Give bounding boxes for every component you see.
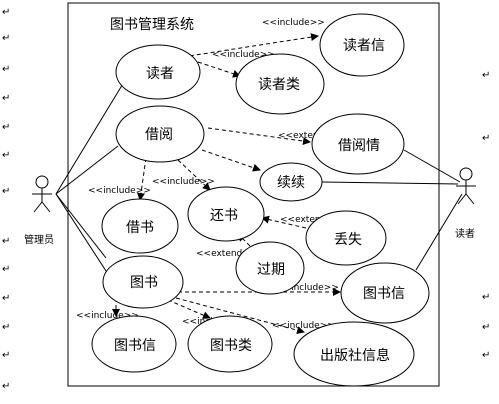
- actor-reader: [456, 167, 476, 205]
- svg-text:↵: ↵: [2, 293, 10, 304]
- dependencies: [112, 33, 341, 335]
- label-reader-type: 读者类: [258, 76, 300, 93]
- svg-text:↵: ↵: [482, 322, 490, 333]
- svg-text:<<extend>>: <<extend>>: [280, 215, 341, 225]
- svg-text:↵: ↵: [2, 122, 10, 133]
- svg-text:↵: ↵: [2, 264, 10, 275]
- label-lost: 丢失: [334, 232, 362, 248]
- usecase-book-info-right: [340, 262, 430, 324]
- stereotype-labels: <<include>> <<include>> <<extend>> <<inc…: [76, 18, 341, 331]
- usecase-reader-info: [319, 13, 405, 77]
- usecase-publisher-info: [293, 321, 415, 387]
- svg-text:<<include>>: <<include>>: [88, 186, 151, 196]
- usecase-borrow-info: [311, 113, 405, 175]
- svg-text:<<include>>: <<include>>: [276, 283, 339, 293]
- system-boundary: [67, 2, 440, 387]
- usecase-book-type: [187, 315, 273, 373]
- svg-text:↵: ↵: [482, 70, 490, 81]
- svg-text:↵: ↵: [2, 381, 10, 392]
- svg-text:<<include>>: <<include>>: [262, 18, 325, 28]
- usecase-renew: [259, 162, 323, 202]
- label-borrow-info: 借阅情: [338, 138, 380, 154]
- label-overdue: 过期: [257, 262, 285, 278]
- usecase-book-info: [91, 315, 177, 373]
- label-book-info: 图书信: [114, 338, 156, 354]
- usecase-return-book: [187, 186, 265, 242]
- associations: [55, 81, 463, 275]
- usecase-lost: [305, 210, 387, 266]
- use-cases: [91, 13, 430, 387]
- svg-text:<<include>>: <<include>>: [212, 50, 275, 60]
- actor-reader-label: 读者: [455, 227, 475, 240]
- svg-text:↵: ↵: [482, 133, 490, 144]
- label-lend-book: 借书: [126, 220, 154, 236]
- usecase-overdue: [235, 241, 305, 295]
- svg-text:↵: ↵: [2, 350, 10, 361]
- svg-text:↵: ↵: [482, 350, 490, 361]
- svg-text:↵: ↵: [482, 292, 490, 303]
- label-book-type: 图书类: [210, 338, 252, 354]
- svg-text:↵: ↵: [2, 33, 10, 44]
- svg-text:↵: ↵: [2, 236, 10, 247]
- svg-text:↵: ↵: [2, 150, 10, 161]
- usecase-borrow: [115, 105, 205, 163]
- svg-text:<<include>>: <<include>>: [76, 311, 139, 321]
- label-reader-info: 读者信: [343, 37, 385, 54]
- label-book: 图书: [130, 275, 158, 291]
- system-title: 图书管理系统: [110, 17, 194, 33]
- svg-text:<<include>>: <<include>>: [272, 321, 335, 331]
- svg-text:↵: ↵: [2, 186, 10, 197]
- paragraph-marks-right: ↵ ↵ ↵ ↵ ↵: [482, 70, 490, 361]
- svg-text:↵: ↵: [2, 7, 10, 18]
- label-book-info-right: 图书信: [363, 286, 405, 302]
- svg-text:<<extend>>: <<extend>>: [278, 131, 339, 141]
- actor-admin-label: 管理员: [24, 233, 54, 246]
- label-reader: 读者: [146, 65, 174, 82]
- usecase-lend-book: [101, 198, 179, 254]
- usecase-book: [102, 255, 184, 309]
- svg-text:↵: ↵: [2, 64, 10, 75]
- label-renew: 续续: [277, 174, 305, 191]
- label-return-book: 还书: [210, 208, 238, 224]
- label-publisher-info: 出版社信息: [320, 347, 390, 364]
- svg-text:↵: ↵: [2, 322, 10, 333]
- svg-text:<<include>>: <<include>>: [152, 177, 215, 187]
- actor-admin: [32, 175, 52, 213]
- usecase-reader: [115, 44, 201, 100]
- usecase-reader-type: [235, 53, 325, 115]
- use-case-labels: 读者 读者信 读者类 借阅 借阅情 续续 借书 还书 丢失 过期 图书 图书信 …: [114, 37, 405, 364]
- svg-text:<<extend>>: <<extend>>: [196, 249, 257, 259]
- svg-text:↵: ↵: [2, 93, 10, 104]
- paragraph-marks-left: ↵ ↵ ↵ ↵ ↵ ↵ ↵ ↵ ↵ ↵ ↵ ↵ ↵: [2, 7, 10, 392]
- label-borrow: 借阅: [145, 127, 173, 143]
